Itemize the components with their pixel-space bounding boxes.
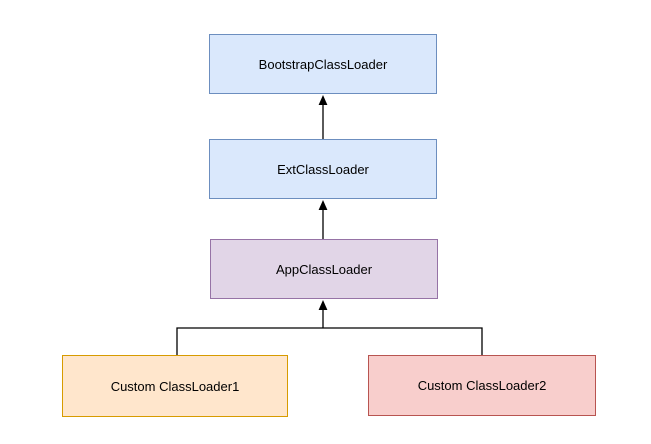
node-ext-classloader: ExtClassLoader (209, 139, 437, 199)
node-bootstrap-label: BootstrapClassLoader (258, 56, 388, 72)
node-custom2-label: Custom ClassLoader2 (417, 378, 547, 393)
node-app-classloader: AppClassLoader (210, 239, 438, 299)
arrowhead-up-icon (318, 95, 328, 105)
arrowhead-up-icon (318, 300, 328, 310)
node-custom-classloader1: Custom ClassLoader1 (62, 355, 288, 417)
edge-custom-to-app (176, 300, 483, 355)
arrowhead-up-icon (318, 200, 328, 210)
edge-app-to-ext (318, 200, 328, 239)
node-app-label: AppClassLoader (275, 261, 373, 277)
node-custom-classloader2: Custom ClassLoader2 (368, 355, 596, 416)
edge-ext-to-bootstrap (318, 95, 328, 139)
node-bootstrap-classloader: BootstrapClassLoader (209, 34, 437, 94)
node-ext-label: ExtClassLoader (277, 161, 369, 177)
node-custom1-label: Custom ClassLoader1 (110, 378, 240, 394)
